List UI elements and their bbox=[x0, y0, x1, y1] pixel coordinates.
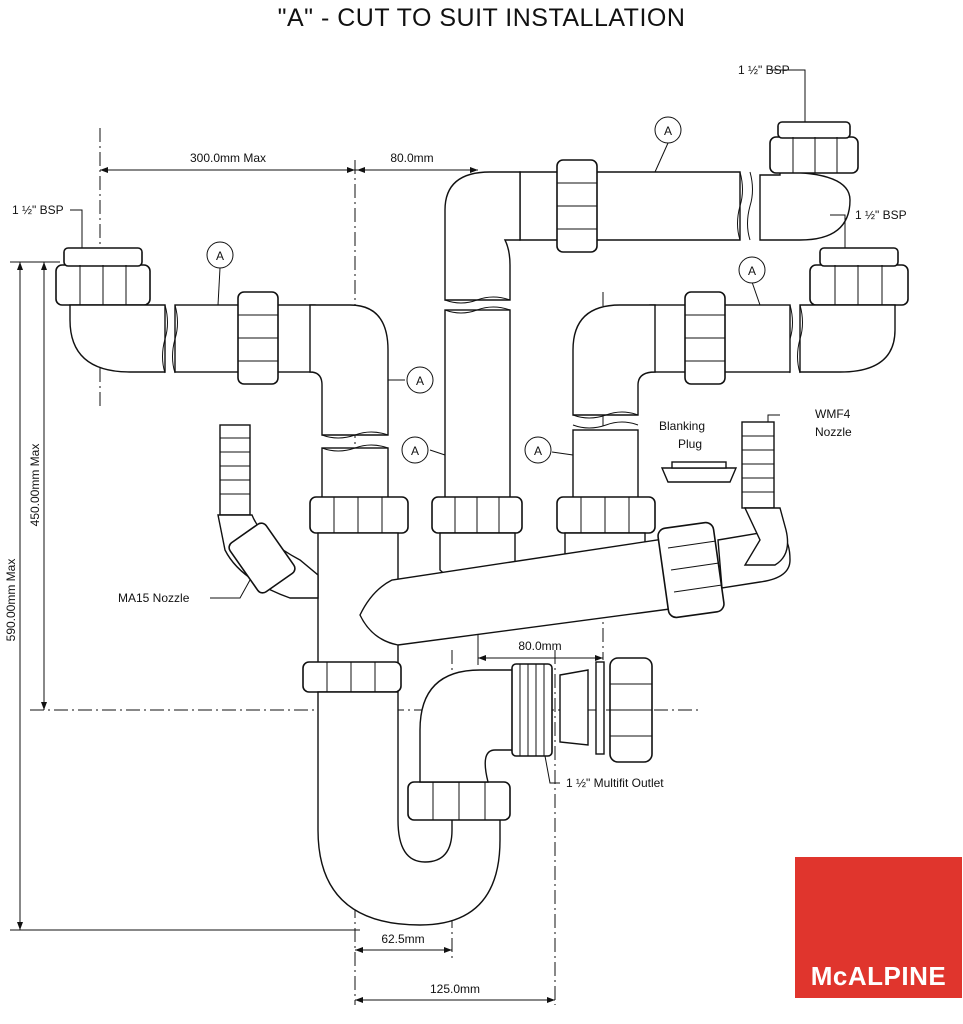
cut-marker-circle bbox=[654, 116, 682, 144]
bsp-label-mid-right: 1 ½" BSP bbox=[855, 208, 907, 222]
dimension-590-label: 590.00mm Max bbox=[4, 559, 18, 642]
blanking-plug bbox=[660, 461, 738, 483]
bsp-label-top-right: 1 ½" BSP bbox=[738, 63, 790, 77]
dimension-80-top-label: 80.0mm bbox=[390, 151, 433, 165]
wmf4-label: Nozzle bbox=[815, 425, 852, 439]
blanking-plug-label: Blanking bbox=[659, 419, 705, 433]
blanking-plug-label: Plug bbox=[678, 437, 702, 451]
cut-marker-label: A bbox=[534, 444, 542, 458]
cut-marker-circle bbox=[206, 241, 234, 269]
ma15-nozzle bbox=[217, 424, 319, 599]
leader-lines bbox=[70, 69, 846, 784]
cut-marker-label: A bbox=[664, 124, 672, 138]
cut-marker-label: A bbox=[411, 444, 419, 458]
dimension-125-label: 125.0mm bbox=[430, 982, 480, 996]
diagram-title: "A" - CUT TO SUIT INSTALLATION bbox=[277, 4, 686, 32]
cut-marker-circle bbox=[401, 436, 429, 464]
cut-marker-label: A bbox=[416, 374, 424, 388]
cut-marker-circle bbox=[738, 256, 766, 284]
dimension-62-label: 62.5mm bbox=[381, 932, 424, 946]
dimension-80-mid-label: 80.0mm bbox=[518, 639, 561, 653]
cut-marker-circle bbox=[524, 436, 552, 464]
multifit-label: 1 ½" Multifit Outlet bbox=[566, 776, 664, 790]
dimension-labels: 300.0mm Max 80.0mm 80.0mm 62.5mm 125.0mm… bbox=[4, 151, 562, 996]
bsp-label-left: 1 ½" BSP bbox=[12, 203, 64, 217]
trap bbox=[302, 657, 653, 926]
right-pipe bbox=[556, 247, 909, 586]
wmf4-nozzle bbox=[741, 421, 789, 566]
brand-logo: McALPINE bbox=[795, 857, 962, 998]
ma15-label: MA15 Nozzle bbox=[118, 591, 190, 605]
wmf4-label: WMF4 bbox=[815, 407, 851, 421]
cut-marker-label: A bbox=[748, 264, 756, 278]
cut-markers: A A A A A A bbox=[206, 116, 766, 464]
brand-logo-text: McALPINE bbox=[810, 961, 947, 991]
dimension-lines bbox=[10, 167, 603, 1003]
left-pipe bbox=[55, 247, 409, 664]
cut-marker-label: A bbox=[216, 249, 224, 263]
centre-pipe bbox=[431, 296, 523, 606]
top-right-pipe bbox=[444, 121, 859, 301]
dimension-300-label: 300.0mm Max bbox=[190, 151, 266, 165]
cut-marker-circle bbox=[406, 366, 434, 394]
dimension-450-label: 450.00mm Max bbox=[28, 444, 42, 527]
component-labels: 1 ½" BSP 1 ½" BSP 1 ½" BSP Blanking Plug… bbox=[12, 63, 907, 790]
